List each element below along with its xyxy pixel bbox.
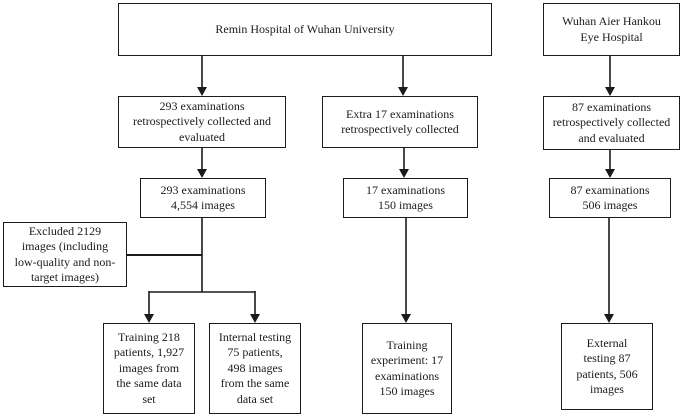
arrow-87images-to-external-testing [604, 218, 614, 323]
arrow-remin-to-extra17 [398, 56, 408, 96]
box-extra-examinations-images: 17 examinations 150 images [343, 178, 468, 218]
box-remin-examinations-images: 293 examinations 4,554 images [140, 178, 266, 218]
box-extra-examinations-collected: Extra 17 examinations retrospectively co… [322, 96, 478, 148]
box-aier-hospital: Wuhan Aier Hankou Eye Hospital [543, 3, 680, 56]
box-training-set: Training 218 patients, 1,927 images from… [103, 323, 195, 414]
arrow-branch-to-training [144, 291, 154, 323]
arrow-extra17-to-17images [399, 148, 409, 178]
box-remin-hospital: Remin Hospital of Wuhan University [118, 3, 492, 56]
box-training-experiment: Training experiment: 17 examinations 150… [362, 323, 452, 414]
arrow-87exams-to-87images [605, 150, 615, 178]
arrow-remin-to-293exams [197, 56, 207, 96]
arrow-aier-to-87exams [605, 56, 615, 96]
box-internal-testing-set: Internal testing 75 patients, 498 images… [209, 323, 301, 414]
box-aier-examinations-images: 87 examinations 506 images [549, 178, 671, 218]
arrow-branch-to-internal-testing [250, 291, 260, 323]
box-aier-examinations-collected: 87 examinations retrospectively collecte… [543, 96, 680, 150]
arrow-293exams-to-293images [197, 148, 207, 178]
box-external-testing-set: External testing 87 patients, 506 images [561, 323, 653, 410]
box-excluded-images: Excluded 2129 images (including low-qual… [3, 222, 127, 287]
arrow-17images-to-training-experiment [401, 218, 411, 323]
box-remin-examinations-collected: 293 examinations retrospectively collect… [118, 96, 286, 148]
